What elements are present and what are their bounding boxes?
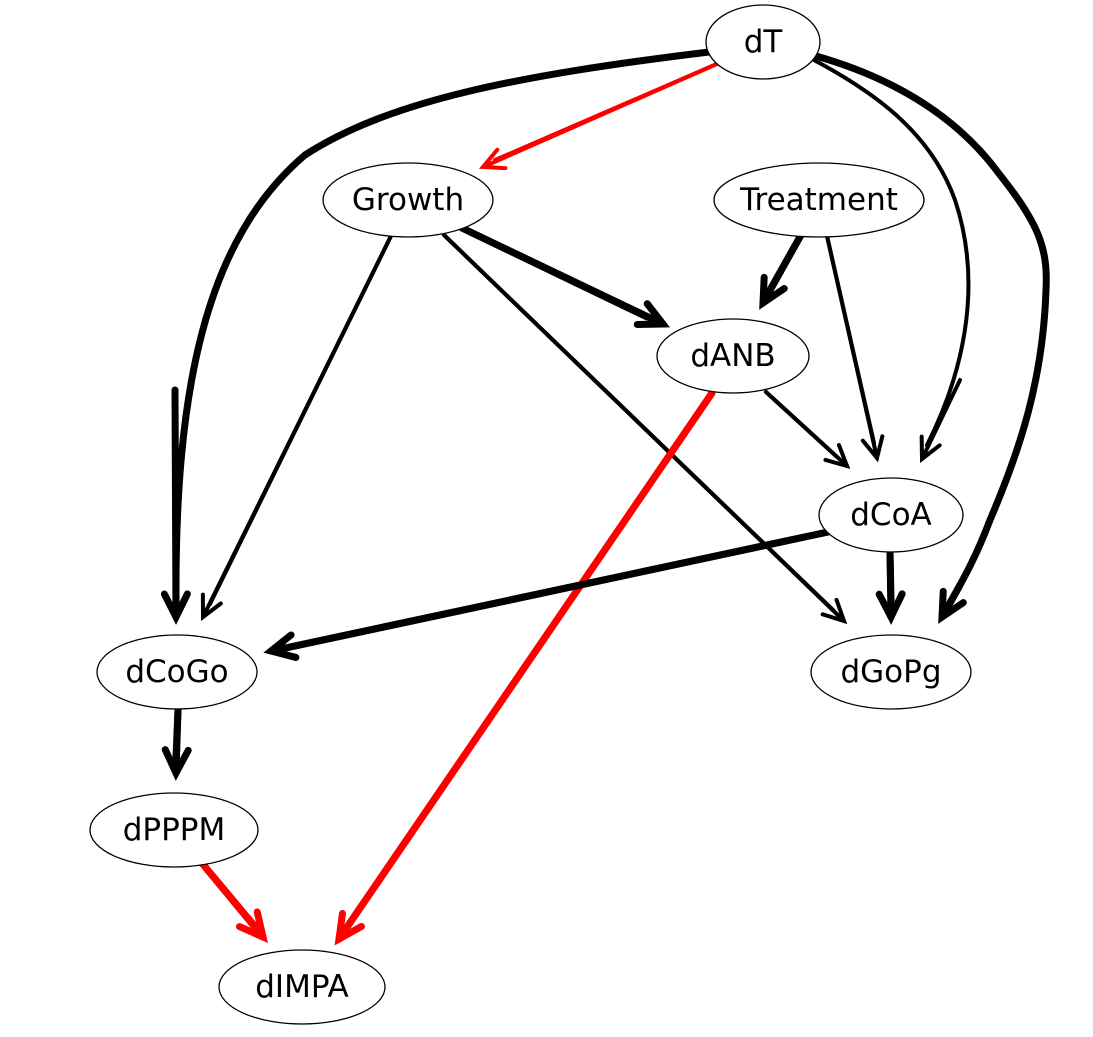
edge-dANB-to-dCoA [764,390,851,470]
edge-Treatment-to-dCoA [825,234,885,463]
node-dIMPA: dIMPA [218,949,386,1025]
edge-line [172,48,713,604]
edge-tip-segment [886,548,895,621]
node-dANB: dANB [656,318,810,394]
edge-tip-segment [267,528,832,655]
edge-tip-segment [335,389,716,943]
edge-tip-segment [920,378,962,461]
node-label-dGoPg: dGoPg [840,654,941,690]
edge-layer [160,48,1050,946]
edge-tip-segment [764,390,849,468]
edge-dPPPM-to-dIMPA [197,858,268,944]
edge-dCoGo-to-dPPPM [161,706,192,781]
node-label-dT: dT [744,24,784,60]
node-label-dCoGo: dCoGo [125,654,228,690]
node-label-growth: Growth [352,182,464,218]
node-treatment: Treatment [713,162,925,238]
edge-tip-segment [442,233,846,623]
edge-dANB-to-dIMPA [334,389,716,946]
node-label-dPPPM: dPPPM [123,812,226,848]
edge-line [812,52,1050,607]
node-dT: dT [705,4,821,80]
node-label-dIMPA: dIMPA [255,969,348,1005]
node-layer: dT Growth Treatment dANB dCoA dCoGo dGoP… [89,4,972,1025]
node-label-dCoA: dCoA [850,497,932,533]
edge-dCoA-to-dCoGo [263,528,832,661]
edge-tip-segment [171,386,180,621]
edge-tip-segment [825,234,879,460]
edge-dT-to-dCoGo [160,48,713,625]
edge-dT-to-Growth [478,61,721,171]
edge-Growth-to-dANB [458,224,671,328]
edge-tip-segment [458,224,667,328]
edge-tip-segment [481,61,721,169]
node-dCoGo: dCoGo [96,634,258,710]
edge-tip-segment [197,858,267,941]
node-growth: Growth [322,162,494,238]
edge-tip-segment [172,706,182,777]
edge-dT-to-dCoA [812,58,971,464]
edge-dCoA-to-dGoPg [875,548,906,625]
node-dCoA: dCoA [818,477,964,553]
node-dPPPM: dPPPM [89,792,259,868]
edge-tip-segment [201,234,393,619]
edge-Growth-to-dCoGo [200,234,393,622]
edge-line [812,58,971,447]
edge-tip-segment [938,581,964,621]
edge-dT-to-dGoPg [812,52,1050,624]
node-dGoPg: dGoPg [810,634,972,710]
edge-tip-segment [759,231,805,307]
edge-Treatment-to-dANB [759,231,805,310]
node-label-dANB: dANB [690,338,775,374]
node-label-treatment: Treatment [739,182,898,218]
